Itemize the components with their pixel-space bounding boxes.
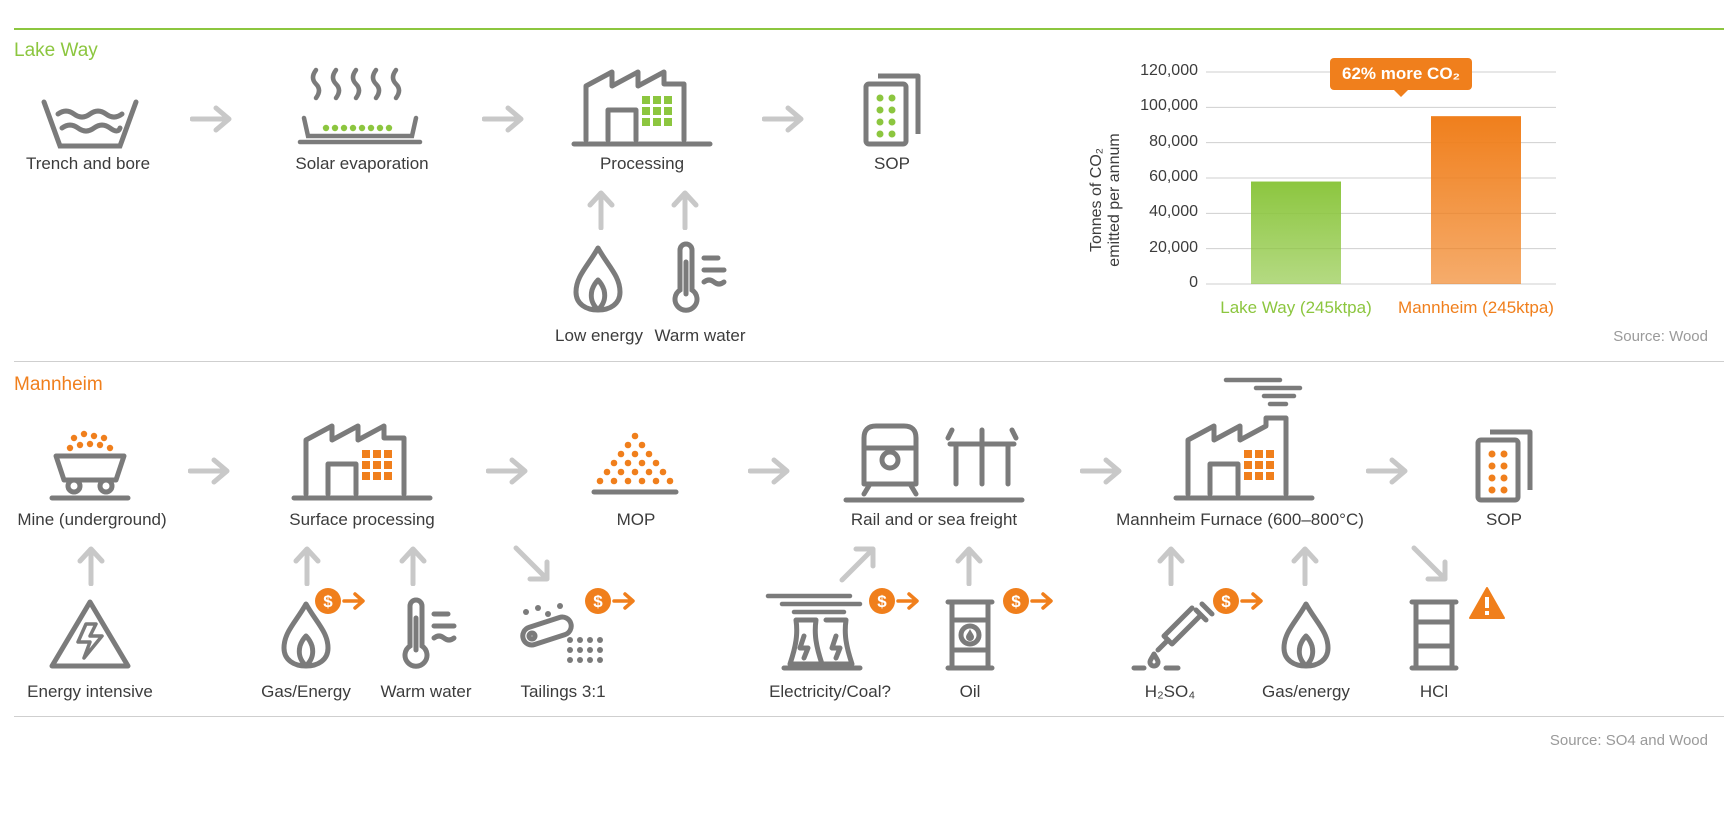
cost-dollar-icon: $ xyxy=(1213,588,1263,614)
step-trench-label: Trench and bore xyxy=(25,154,151,173)
svg-text:$: $ xyxy=(323,592,333,611)
category-label-mannheim: Mannheim (245ktpa) xyxy=(1398,298,1554,317)
cost-dollar-icon: $ xyxy=(1003,588,1053,614)
arrow-up-icon xyxy=(1157,546,1185,586)
svg-text:$: $ xyxy=(593,592,603,611)
cost-dollar-icon: $ xyxy=(315,588,365,614)
hcl-barrel-icon xyxy=(1409,599,1459,671)
factory-icon xyxy=(291,423,433,501)
arrow-right-icon xyxy=(762,105,804,133)
y-tick-label: 40,000 xyxy=(1149,203,1198,221)
chart-source: Source: Wood xyxy=(1613,328,1708,345)
factory-icon xyxy=(571,69,713,147)
input-gas-energy-label: Gas/Energy xyxy=(261,682,351,701)
rail-and-ship-icon xyxy=(843,423,1025,503)
input-low-energy-label: Low energy xyxy=(555,326,643,345)
solar-evaporation-icon xyxy=(297,67,423,145)
sop-bag-icon xyxy=(863,73,921,147)
input-h2so4-label: H₂SO₄ xyxy=(1144,682,1196,701)
arrow-up-right-icon xyxy=(839,546,876,583)
step-freight-label: Rail and or sea freight xyxy=(850,510,1018,529)
input-oil-label: Oil xyxy=(959,682,981,701)
category-label-lake-way: Lake Way (245ktpa) xyxy=(1220,298,1372,317)
arrow-up-icon xyxy=(293,546,321,586)
input-energy-intensive-label: Energy intensive xyxy=(27,682,153,701)
co2-bar-chart xyxy=(1206,71,1556,285)
trench-icon xyxy=(41,99,139,149)
arrow-up-icon xyxy=(1291,546,1319,586)
thermometer-icon xyxy=(402,597,457,669)
footer-source: Source: SO4 and Wood xyxy=(1549,732,1708,749)
input-warm-water-label: Warm water xyxy=(654,326,746,345)
input-gas-energy-2-label: Gas/energy xyxy=(1262,682,1350,701)
section-divider xyxy=(14,361,1724,362)
step-mine-label: Mine (underground) xyxy=(17,510,167,529)
bottom-rule xyxy=(14,716,1724,717)
arrow-right-icon xyxy=(482,105,524,133)
flame-icon xyxy=(573,245,623,313)
svg-text:$: $ xyxy=(1011,592,1021,611)
arrow-down-right-icon xyxy=(1411,545,1448,582)
power-plant-icon xyxy=(765,593,863,671)
step-sop-label: SOP xyxy=(874,154,910,173)
step-solar-label: Solar evaporation xyxy=(295,154,429,173)
step-furnace-label: Mannheim Furnace (600–800°C) xyxy=(1116,510,1364,529)
tailings-conveyor-icon xyxy=(520,603,603,663)
energy-warning-icon xyxy=(49,599,131,669)
y-tick-label: 60,000 xyxy=(1149,168,1198,185)
acid-dropper-icon xyxy=(1131,601,1215,671)
cost-dollar-icon: $ xyxy=(585,588,635,614)
arrow-right-icon xyxy=(748,457,790,485)
step-mop-label: MOP xyxy=(616,510,656,529)
ylabel-line-1: Tonnes of CO₂ xyxy=(1088,147,1105,253)
cost-dollar-icon: $ xyxy=(869,588,919,614)
step-processing-label: Processing xyxy=(599,154,685,173)
mannheim-title: Mannheim xyxy=(14,374,103,395)
arrow-up-icon xyxy=(399,546,427,586)
thermometer-icon xyxy=(672,241,727,313)
arrow-up-icon xyxy=(955,546,983,586)
arrow-right-icon xyxy=(188,457,230,485)
mine-cart-icon xyxy=(49,430,131,501)
oil-barrel-icon xyxy=(945,599,995,671)
arrow-right-icon xyxy=(1080,457,1122,485)
top-rule xyxy=(14,28,1724,30)
step-sop-label: SOP xyxy=(1486,510,1522,529)
warning-icon xyxy=(1469,587,1505,619)
y-tick-label: 0 xyxy=(1189,274,1198,291)
arrow-right-icon xyxy=(486,457,528,485)
furnace-icon xyxy=(1173,377,1315,501)
svg-text:$: $ xyxy=(1221,592,1231,611)
y-tick-label: 80,000 xyxy=(1149,132,1198,150)
lake-way-title: Lake Way xyxy=(14,40,98,61)
input-warm-water-label: Warm water xyxy=(380,682,472,701)
mop-pile-icon xyxy=(591,432,679,495)
svg-text:$: $ xyxy=(877,592,887,611)
input-electricity-label: Electricity/Coal? xyxy=(769,682,891,701)
arrow-right-icon xyxy=(1366,457,1408,485)
input-tailings-label: Tailings 3:1 xyxy=(520,682,606,701)
y-tick-label: 20,000 xyxy=(1149,238,1198,256)
bar-mannheim xyxy=(1431,116,1521,285)
arrow-down-right-icon xyxy=(513,545,550,582)
arrow-right-icon xyxy=(190,105,232,133)
arrow-up-icon xyxy=(587,190,615,230)
arrow-up-icon xyxy=(77,546,105,586)
flame-icon xyxy=(281,601,331,669)
input-hcl-label: HCl xyxy=(1419,682,1449,701)
y-tick-label: 100,000 xyxy=(1140,97,1198,115)
annotation-badge: 62% more CO₂ xyxy=(1330,58,1473,97)
y-tick-label: 120,000 xyxy=(1140,62,1198,79)
bar-lake-way xyxy=(1251,181,1341,284)
sop-bag-icon xyxy=(1475,429,1533,503)
arrow-up-icon xyxy=(671,190,699,230)
step-surface-label: Surface processing xyxy=(289,510,435,529)
flame-icon xyxy=(1281,601,1331,669)
